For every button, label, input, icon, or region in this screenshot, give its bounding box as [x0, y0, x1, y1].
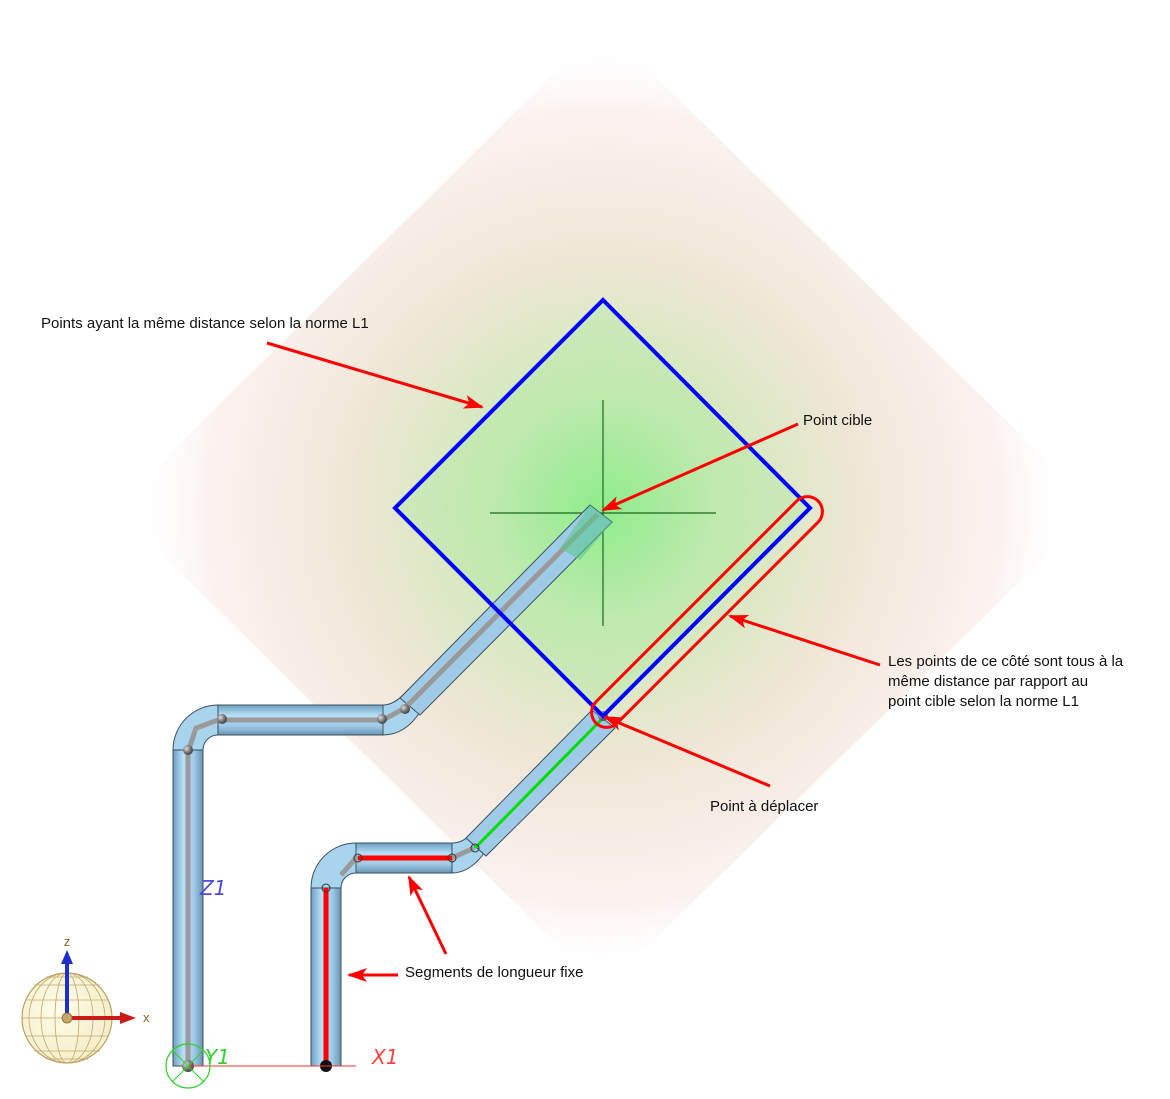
origin-cross: [171, 1049, 205, 1083]
l1-diamond: [392, 297, 813, 719]
pipe-node[interactable]: [217, 714, 227, 724]
pipe-node[interactable]: [377, 714, 387, 724]
pipe-reference: [172, 504, 613, 1072]
pipe2-node[interactable]: [321, 883, 331, 893]
pipe-moving: [310, 709, 616, 1072]
annotation-point-to-move: Point à déplacer: [710, 798, 819, 815]
arrow-to-point: [603, 715, 771, 788]
pipe-node[interactable]: [400, 704, 410, 714]
annotation-l1-diamond: Points ayant la même distance selon la n…: [41, 315, 369, 332]
annotation-line: Les points de ce côté sont tous à la: [888, 653, 1124, 670]
annotation-target-point: Point cible: [803, 412, 873, 429]
pipe2-node[interactable]: [353, 853, 363, 863]
arrow-to-horizontal-segment: [407, 875, 448, 955]
pipe2-node[interactable]: [447, 853, 457, 863]
orientation-widget[interactable]: z x: [21, 934, 150, 1064]
annotation-arrows: [266, 341, 881, 982]
widget-label-z: z: [64, 934, 71, 949]
axis-label-y1: Y1: [205, 1045, 230, 1069]
arrow-to-diamond: [266, 341, 484, 409]
annotation-line: même distance par rapport au: [888, 673, 1089, 690]
annotation-fixed-segments: Segments de longueur fixe: [405, 964, 584, 981]
widget-label-x: x: [143, 1010, 150, 1025]
axis-label-z1: Z1: [199, 876, 226, 900]
pipe2-node[interactable]: [470, 843, 480, 853]
origin-circle: [165, 1043, 211, 1089]
axis-label-x1: X1: [371, 1045, 398, 1069]
z-arrow-head: [61, 950, 73, 964]
highlight-side-ellipse: [590, 495, 824, 729]
moving-segment: [473, 716, 605, 850]
arrow-to-target: [601, 422, 799, 512]
target-crosshair: [490, 400, 716, 626]
pipe2-elbow: [310, 842, 357, 889]
annotation-line: point cible selon la norme L1: [888, 693, 1079, 710]
arrow-to-side: [728, 614, 881, 667]
widget-origin: [61, 1012, 73, 1024]
pipe-end-target: [560, 505, 612, 560]
pipe-node[interactable]: [183, 745, 193, 755]
annotation-side-equal-distance: Les points de ce côté sont tous à la mêm…: [888, 652, 1123, 712]
origin-marker: [165, 1043, 211, 1089]
x-arrow-head: [120, 1012, 136, 1024]
